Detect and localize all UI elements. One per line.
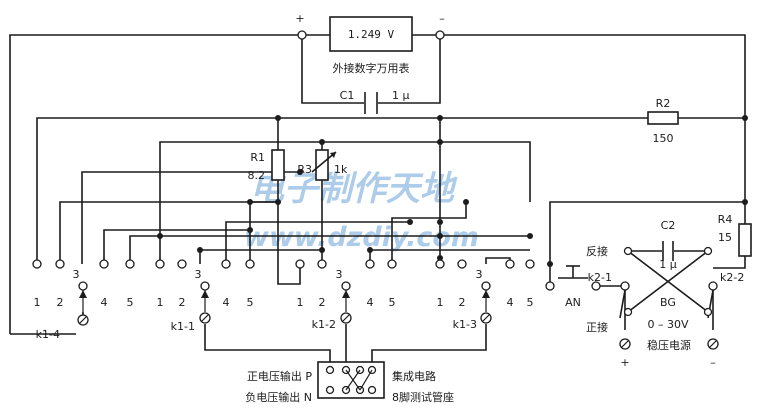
digital-multimeter: 1.249 V + – 外接数字万用表 <box>295 12 444 75</box>
meter-reading: 1.249 V <box>348 28 395 41</box>
r1-value: 8.2 <box>248 169 266 182</box>
k1-1-pin3: 3 <box>195 268 202 281</box>
reverse-label: 反接 <box>586 245 608 258</box>
k1-4-label: k1-4 <box>36 328 60 341</box>
forward-label: 正接 <box>586 321 608 334</box>
k1-4-pin2: 2 <box>57 296 64 309</box>
capacitor-c1: C1 1 μ <box>340 89 410 114</box>
switch-k1-1: 1 2 3 4 5 k1-1 <box>155 259 255 333</box>
k1-4-pin3: 3 <box>73 268 80 281</box>
c1-name: C1 <box>340 89 355 102</box>
ic-subtitle: 8脚测试管座 <box>392 390 454 404</box>
meter-caption: 外接数字万用表 <box>333 61 410 75</box>
c1-value: 1 μ <box>392 89 410 102</box>
k1-1-pin2: 2 <box>179 296 186 309</box>
k1-4-pin4: 4 <box>101 296 108 309</box>
switch-k1-2: 1 2 3 4 5 k1-2 <box>295 259 397 331</box>
resistor-r3: R3 1k <box>297 149 348 181</box>
k1-3-pin5: 5 <box>527 296 534 309</box>
watermark-line2: www.dzdiy.com <box>244 222 479 253</box>
k1-2-pin4: 4 <box>367 296 374 309</box>
switch-k1-4: 1 2 3 4 5 k1-4 <box>32 259 135 341</box>
k1-1-label: k1-1 <box>171 320 195 333</box>
r3-name: R3 <box>297 163 312 176</box>
r1-name: R1 <box>250 151 265 164</box>
bg-range: 0 – 30V <box>647 318 688 331</box>
resistor-r1: R1 8.2 <box>248 149 285 182</box>
r2-name: R2 <box>656 97 671 110</box>
neg-output-label: 负电压输出 N <box>245 390 312 404</box>
resistor-r2: R2 150 <box>647 97 679 145</box>
k1-3-pin1: 1 <box>437 296 444 309</box>
polarity-switch: 反接 正接 C2 1 μ k2-1 k2-2 BG 0 – 30V + – 稳压… <box>586 219 744 369</box>
k1-2-pin5: 5 <box>389 296 396 309</box>
resistor-r4: R4 15 <box>718 213 752 257</box>
watermark: 电子制作天地 www.dzdiy.com <box>244 169 479 253</box>
r3-value: 1k <box>334 163 348 176</box>
k2-1-label: k2-1 <box>588 271 612 284</box>
switch-k1-3: 1 2 3 4 5 k1-3 <box>435 259 535 331</box>
k1-3-pin4: 4 <box>507 296 514 309</box>
pushbutton-an: AN <box>545 265 621 309</box>
meter-minus: – <box>439 12 445 25</box>
k1-1-pin1: 1 <box>157 296 164 309</box>
c2-name: C2 <box>661 219 676 232</box>
bg-label: 稳压电源 <box>647 338 691 352</box>
ic-title: 集成电路 <box>392 369 436 383</box>
k1-1-pin4: 4 <box>223 296 230 309</box>
k1-2-label: k1-2 <box>312 318 336 331</box>
k1-4-pin5: 5 <box>127 296 134 309</box>
r2-value: 150 <box>653 132 674 145</box>
r4-name: R4 <box>718 213 733 226</box>
k1-2-pin1: 1 <box>297 296 304 309</box>
k1-3-pin2: 2 <box>459 296 466 309</box>
an-label: AN <box>565 296 581 309</box>
bg-minus: – <box>710 356 716 369</box>
c2-value: 1 μ <box>659 258 677 271</box>
k2-2-label: k2-2 <box>720 271 744 284</box>
bg-name: BG <box>660 296 676 309</box>
meter-plus: + <box>295 12 304 25</box>
pos-output-label: 正电压输出 P <box>247 369 312 383</box>
r4-value: 15 <box>718 231 732 244</box>
k1-3-label: k1-3 <box>453 318 477 331</box>
k1-3-pin3: 3 <box>476 268 483 281</box>
ic-test-socket: 正电压输出 P 负电压输出 N 集成电路 8脚测试管座 <box>245 361 454 404</box>
junctions <box>157 115 748 267</box>
k1-2-pin2: 2 <box>319 296 326 309</box>
k1-4-pin1: 1 <box>34 296 41 309</box>
k1-2-pin3: 3 <box>336 268 343 281</box>
k1-1-pin5: 5 <box>247 296 254 309</box>
bg-plus: + <box>620 356 629 369</box>
